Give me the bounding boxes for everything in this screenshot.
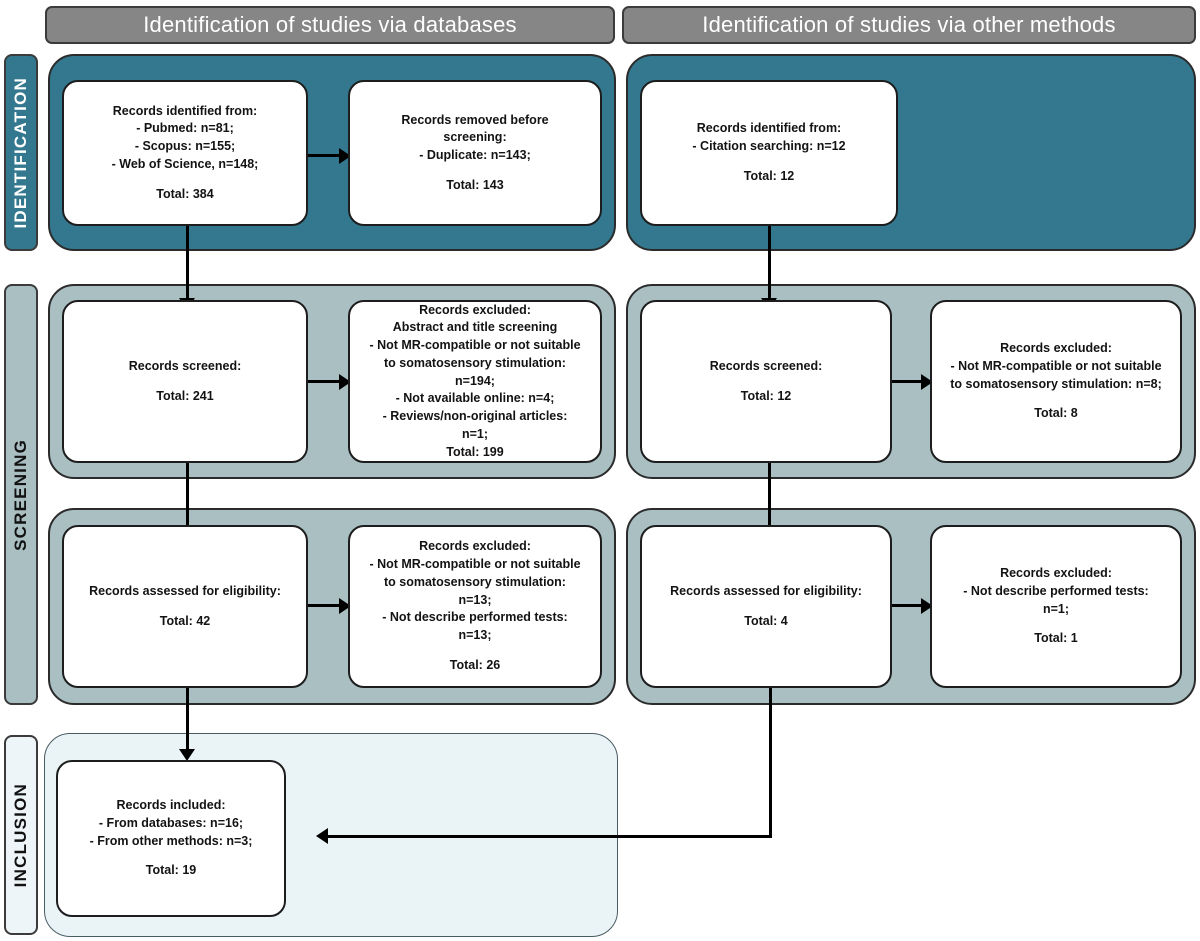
box-line: Records excluded: — [419, 539, 531, 554]
box-line: - From other methods: n=3; — [89, 833, 253, 848]
box-line: n=13; — [458, 628, 492, 643]
box-line: to somatosensory stimulation: — [384, 574, 566, 589]
box-records-identified-databases[interactable]: Records identified from: - Pubmed: n=81;… — [62, 80, 308, 226]
arrowhead-other-eligibility-to-included — [316, 828, 328, 844]
box-total: Total: 12 — [743, 168, 795, 183]
stage-label-screening-text: SCREENING — [11, 438, 30, 551]
stage-label-inclusion: INCLUSION — [4, 735, 38, 935]
stage-label-screening: SCREENING — [4, 284, 38, 705]
stage-label-identification: IDENTIFICATION — [4, 54, 38, 251]
stage-label-identification-text: IDENTIFICATION — [11, 76, 30, 229]
box-total: Total: 12 — [740, 388, 792, 403]
box-line: - Citation searching: n=12 — [692, 139, 846, 154]
box-line: n=1; — [1042, 601, 1070, 616]
box-total: Total: 42 — [159, 613, 211, 628]
box-line: - Not MR-compatible or not suitable — [369, 557, 581, 572]
box-records-excluded-screening-other-methods[interactable]: Records excluded: - Not MR-compatible or… — [930, 300, 1182, 463]
connector-db-identified-to-screened — [186, 226, 189, 300]
box-line: Records excluded: — [419, 302, 531, 317]
box-line: Records assessed for eligibility: — [670, 583, 862, 598]
box-records-removed-before-screening[interactable]: Records removed before screening: - Dupl… — [348, 80, 602, 226]
box-line: - Not describe performed tests: — [963, 583, 1149, 598]
connector-db-identified-to-removed — [308, 154, 339, 157]
box-total: Total: 199 — [446, 444, 504, 459]
box-total: Total: 241 — [156, 388, 214, 403]
box-total: Total: 4 — [744, 613, 788, 628]
box-records-excluded-eligibility-other-methods[interactable]: Records excluded: - Not describe perform… — [930, 525, 1182, 688]
box-records-included[interactable]: Records included: - From databases: n=16… — [56, 760, 286, 917]
box-line: Records assessed for eligibility: — [89, 583, 281, 598]
box-line: Abstract and title screening — [392, 320, 558, 335]
box-line: Records screened: — [128, 358, 242, 373]
connector-other-eligibility-to-included-vertical — [769, 685, 772, 838]
column-header-other-methods-label: Identification of studies via other meth… — [702, 12, 1116, 37]
box-line: - Duplicate: n=143; — [419, 148, 531, 162]
box-records-assessed-eligibility-databases[interactable]: Records assessed for eligibility: Total:… — [62, 525, 308, 688]
box-line: Records identified from: — [696, 121, 842, 136]
connector-other-eligibility-to-included-horizontal — [328, 835, 772, 838]
box-line: - Not MR-compatible or not suitable — [369, 338, 581, 353]
connector-other-screened-to-eligibility — [768, 455, 771, 527]
box-records-identified-other-methods[interactable]: Records identified from: - Citation sear… — [640, 80, 898, 226]
box-line: Records excluded: — [1000, 566, 1112, 580]
box-line: - Reviews/non-original articles: — [382, 409, 568, 424]
box-line: - Not describe performed tests: — [382, 610, 568, 625]
box-total: Total: 19 — [145, 863, 197, 878]
box-line: n=194; — [455, 373, 495, 388]
box-total: Total: 26 — [449, 657, 501, 672]
column-header-databases-label: Identification of studies via databases — [143, 12, 517, 37]
box-total: Total: 384 — [156, 186, 214, 201]
box-line: - Pubmed: n=81; — [136, 121, 234, 136]
box-total: Total: 8 — [1034, 406, 1078, 421]
box-line: Records excluded: — [1000, 341, 1112, 355]
arrowhead-db-eligibility-to-included — [179, 749, 195, 761]
box-line: Records screened: — [709, 358, 823, 373]
connector-other-identified-to-screened — [768, 226, 771, 300]
box-line: n=13; — [458, 592, 492, 607]
box-records-screened-other-methods[interactable]: Records screened: Total: 12 — [640, 300, 892, 463]
box-line: Records removed before — [401, 112, 549, 127]
box-line: - Not MR-compatible or not suitable — [950, 358, 1162, 373]
box-records-excluded-eligibility-databases[interactable]: Records excluded: - Not MR-compatible or… — [348, 525, 602, 688]
box-line: to somatosensory stimulation: — [384, 355, 566, 370]
stage-label-inclusion-text: INCLUSION — [11, 782, 30, 888]
connector-db-eligibility-to-excluded — [308, 604, 339, 607]
connector-db-screened-to-eligibility — [186, 455, 189, 527]
box-records-excluded-screening-databases[interactable]: Records excluded: Abstract and title scr… — [348, 300, 602, 463]
connector-db-screened-to-excluded — [308, 380, 339, 383]
connector-db-eligibility-to-included — [186, 682, 189, 751]
box-line: - Scopus: n=155; — [134, 139, 236, 154]
box-line: to somatosensory stimulation: n=8; — [950, 376, 1162, 391]
box-total: Total: 143 — [446, 177, 504, 192]
connector-other-screened-to-excluded — [890, 380, 921, 383]
column-header-other-methods: Identification of studies via other meth… — [622, 6, 1196, 44]
box-line: Records identified from: — [112, 103, 258, 118]
box-line: - Not available online: n=4; — [395, 391, 555, 406]
box-records-screened-databases[interactable]: Records screened: Total: 241 — [62, 300, 308, 463]
box-line: - Web of Science, n=148; — [111, 156, 259, 171]
box-records-assessed-eligibility-other-methods[interactable]: Records assessed for eligibility: Total:… — [640, 525, 892, 688]
box-total: Total: 1 — [1034, 631, 1078, 646]
connector-other-eligibility-to-excluded — [890, 604, 921, 607]
box-line: n=1; — [461, 426, 489, 441]
column-header-databases: Identification of studies via databases — [45, 6, 615, 44]
box-line: - From databases: n=16; — [98, 815, 244, 830]
box-line: screening: — [443, 130, 507, 145]
box-line: Records included: — [116, 798, 226, 812]
